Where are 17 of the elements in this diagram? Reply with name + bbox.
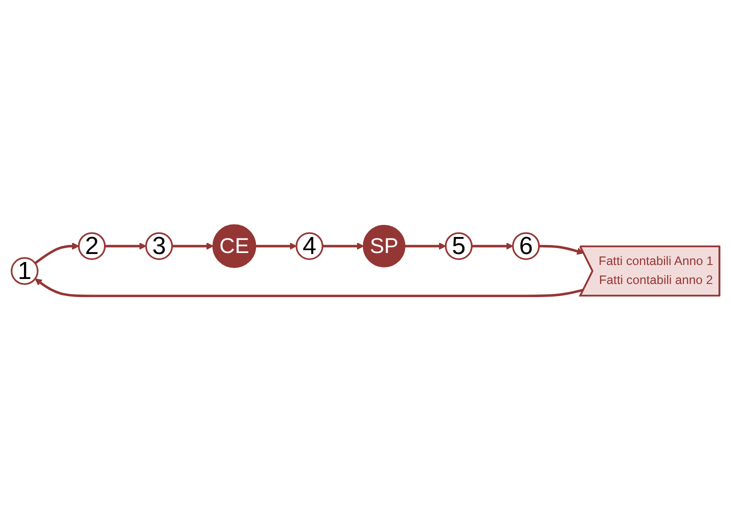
arrow	[34, 278, 584, 298]
arrow	[172, 242, 214, 250]
node-circle: CE	[212, 224, 256, 268]
node-circle: 6	[512, 232, 540, 260]
arrow	[472, 242, 514, 250]
arrow	[539, 244, 584, 255]
node-circle: 5	[444, 232, 473, 260]
arrow	[34, 242, 80, 264]
arrow	[104, 242, 146, 250]
arrow	[322, 242, 364, 250]
node-circle: SP	[362, 224, 406, 268]
node-circle: 2	[78, 232, 106, 260]
node-circle: 4	[296, 232, 324, 260]
node-circle: 1	[10, 257, 38, 285]
node-circle: 3	[145, 232, 173, 260]
arrow	[255, 242, 297, 250]
arrow	[404, 242, 446, 250]
